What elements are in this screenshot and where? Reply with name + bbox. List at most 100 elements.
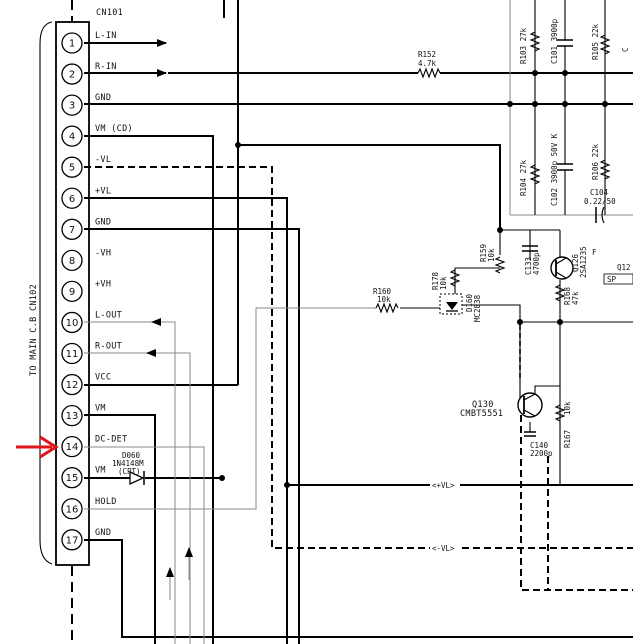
- connector-pin-3: 3 GND: [61, 93, 111, 116]
- red-pointer-arrow-icon: [16, 435, 59, 459]
- connector-pin-16: 16 HOLD: [61, 497, 117, 520]
- connector-pin-4: 4 VM (CD): [61, 124, 133, 147]
- capacitor-c101: [557, 39, 573, 47]
- pin-label: R-OUT: [95, 342, 122, 352]
- pin-number: 16: [66, 504, 79, 515]
- pin-number: 7: [69, 225, 75, 236]
- pin-label: VM: [95, 466, 106, 476]
- r152-value: 4.7k: [418, 59, 437, 68]
- c101-label: C101 3900p: [550, 18, 559, 64]
- capacitor-c102: [557, 163, 573, 171]
- connector-name: CN101: [96, 8, 123, 18]
- trace-gnd-17: [84, 539, 633, 638]
- connector-pin-17: 17 GND: [61, 528, 111, 551]
- r160-value: 10k: [377, 295, 391, 304]
- r159-value: 10k: [487, 248, 496, 262]
- pin-label: +VH: [95, 279, 111, 289]
- c133-value: 4700p: [532, 252, 541, 275]
- r168-value: 47k: [571, 291, 580, 305]
- trace-neg-vl: [84, 166, 633, 549]
- diode-d060: [129, 470, 145, 486]
- trace-vm-cd: [84, 135, 214, 644]
- c133-ref: C133: [524, 257, 533, 275]
- resistor-r105: [599, 34, 611, 55]
- connector-pin-11: 11 R-OUT: [61, 342, 122, 365]
- pin-number: 12: [66, 380, 79, 391]
- c104-value: 0.22/50: [584, 197, 616, 206]
- connector-pin-15: 15 VM: [61, 466, 106, 489]
- capacitor-c104: [595, 206, 605, 224]
- connector-pin-8: 8-VH: [61, 248, 111, 272]
- connector-pin-10: 10L-OUT: [61, 310, 122, 334]
- pin-label: HOLD: [95, 497, 117, 507]
- resistor-r106: [599, 159, 611, 180]
- resistor-r168: [554, 284, 566, 302]
- pin-number: 11: [66, 349, 79, 360]
- d060-value: 1N4148M: [112, 459, 144, 468]
- pin-number: 3: [69, 101, 75, 112]
- pin-label: GND: [95, 93, 111, 103]
- trace-pos-vl: [84, 197, 288, 644]
- r178-value: 10k: [439, 276, 448, 290]
- d160-value: MC2838: [473, 294, 482, 322]
- capacitor-c140: [524, 422, 536, 437]
- d060-note: (CPT): [118, 467, 141, 476]
- cut-label-sp: SP: [603, 273, 633, 285]
- trace-hold: [84, 307, 376, 510]
- net-label-neg-vl: <-VL>: [430, 542, 460, 554]
- pin-number: 6: [69, 194, 75, 205]
- trace-q130-collector: [534, 322, 561, 394]
- connector-pin-13: 13 VM: [61, 404, 106, 427]
- trace-gnd-7: [84, 228, 300, 644]
- r178-ref: R178: [431, 271, 440, 290]
- resistor-r152: [417, 67, 441, 79]
- r106-label: R106 22k: [591, 143, 600, 180]
- c102-label: C102 3900p 50V K: [550, 133, 559, 206]
- junctions: [219, 70, 608, 488]
- q130-ref: Q130: [472, 400, 494, 410]
- connector-side-label: TO MAIN C.B CN102: [29, 284, 39, 376]
- trace-vm-13: [84, 414, 156, 644]
- pin-label: -VL: [95, 155, 111, 165]
- pin-number: 15: [66, 473, 79, 484]
- r152-ref: R152: [418, 50, 436, 59]
- pin-label: GND: [95, 528, 111, 538]
- q126-ref: Q126: [571, 253, 580, 272]
- r160-ref: R160: [373, 287, 392, 296]
- svg-text:<-VL>: <-VL>: [432, 544, 455, 553]
- net-label-pos-vl: <+VL>: [430, 479, 460, 491]
- r167-value: 10k: [563, 401, 572, 415]
- pin-number: 14: [66, 442, 79, 453]
- r105-cut-label: C: [621, 47, 630, 52]
- resistor-r159: [494, 256, 506, 274]
- pin-number: 13: [66, 411, 79, 422]
- q130-value: CMBT5551: [460, 409, 503, 419]
- pin-label: -VH: [95, 248, 111, 258]
- diode-d160: [439, 293, 463, 315]
- r167-ref: R167: [563, 430, 572, 448]
- pin-number: 17: [66, 535, 79, 546]
- pin-label: VM (CD): [95, 124, 133, 134]
- svg-text:SP: SP: [607, 275, 617, 284]
- pin-label: VM: [95, 404, 106, 414]
- resistor-r167: [554, 404, 566, 422]
- transistor-q130: [517, 392, 543, 418]
- svg-text:<+VL>: <+VL>: [432, 481, 455, 490]
- connector-pin-2: 2 R-IN: [61, 62, 117, 85]
- trace-d160-out: [462, 304, 633, 323]
- c140-value: 2200p: [530, 449, 553, 458]
- pin-number: 2: [69, 70, 75, 81]
- capacitor-c133: [522, 245, 538, 252]
- resistor-r160: [375, 302, 399, 314]
- pin-label: R-IN: [95, 62, 117, 72]
- pin-number: 9: [69, 287, 75, 298]
- resistor-r103: [529, 31, 541, 52]
- trace-to-q126: [238, 144, 501, 230]
- trace-q126-network: [499, 229, 561, 262]
- pin-number: 4: [69, 132, 75, 143]
